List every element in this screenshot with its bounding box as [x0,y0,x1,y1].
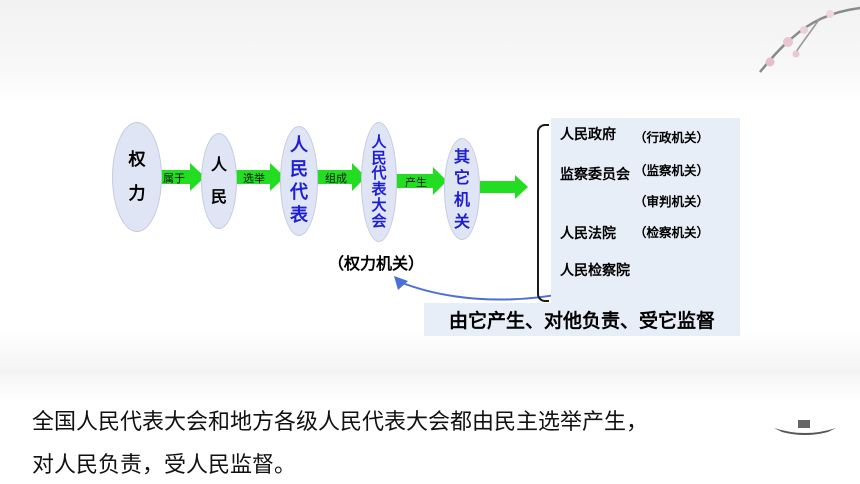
node-people: 人 民 [201,133,237,229]
body-text-line-1: 全国人民代表大会和地方各级人民代表大会都由民主选举产生， [32,410,649,435]
node-power-label: 权 力 [128,149,146,204]
arrow-composes [316,163,366,191]
nature-supervisory: （监察机关） [634,163,710,178]
boat-decoration [774,420,836,435]
body-text-line-2: 对人民负责，受人民监督。 [32,453,297,478]
arrow-produces [395,167,447,195]
node-power: 权 力 [112,122,162,232]
arrow-to-organs [480,175,528,199]
ink-painting-background [0,0,860,105]
edge-label-belongs-to: 属于 [163,172,185,185]
nature-administrative: （行政机关） [634,130,710,145]
nature-procuratorial: （检察机关） [634,225,710,240]
edge-label-composes: 组成 [325,172,347,185]
brace [537,124,549,302]
nature-judicial: （审判机关） [634,194,710,209]
state-organs-panel [551,118,740,313]
node-deputies: 人 民 代 表 [280,126,318,236]
congress-nature-note: （权力机关） [328,254,425,273]
node-other-organs: 其 它 机 关 [444,138,480,240]
node-other-label: 其 它 机 关 [453,146,470,231]
node-deputies-label: 人 民 代 表 [290,135,308,227]
arrow-belongs-to [153,163,205,191]
plum-blossom-decoration [759,6,860,73]
organ-supervision-commission: 监察委员会 [560,167,630,183]
edge-label-elects: 选举 [243,172,265,185]
relation-banner: 由它产生、对他负责、受它监督 [424,303,740,336]
organ-procuratorate: 人民检察院 [560,263,630,279]
edge-label-produces: 产生 [405,176,427,189]
node-people-label: 人 民 [210,155,227,206]
ink-wash-band [0,330,860,400]
organ-court: 人民法院 [560,226,616,242]
arrow-elects [233,163,285,191]
node-congress: 人 民 代 表 大 会 [361,122,397,242]
organ-government: 人民政府 [560,127,616,143]
supervision-arrowhead [394,276,408,290]
node-congress-label: 人 民 代 表 大 会 [371,132,387,230]
